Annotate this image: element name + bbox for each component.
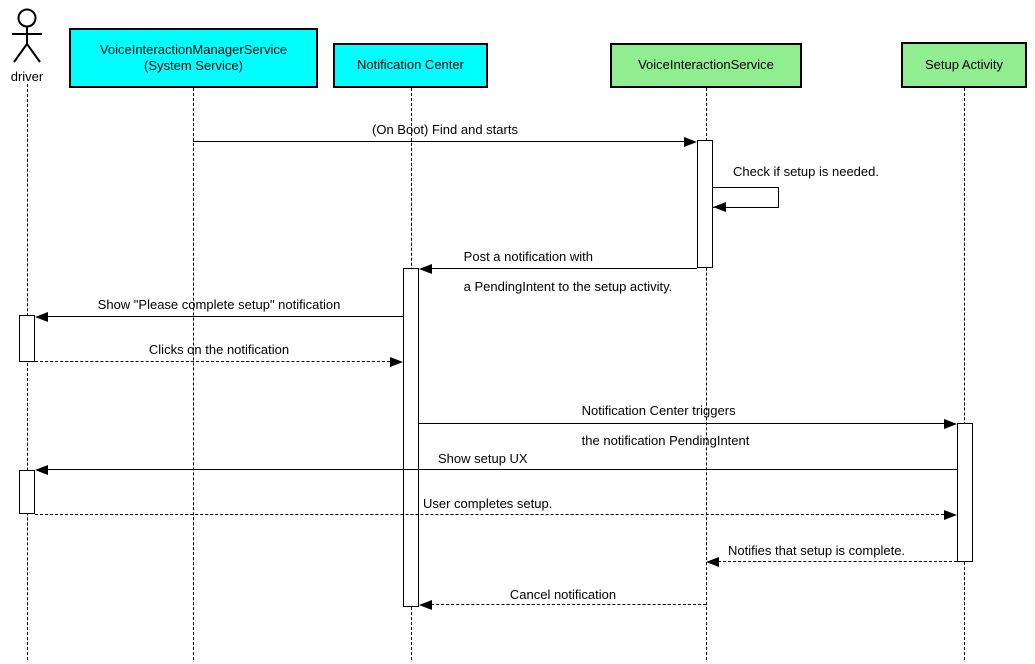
message-cancel-notification-line: [431, 604, 706, 605]
message-click-notification-label: Clicks on the notification: [148, 342, 290, 357]
message-show-setup-ux-arrowhead: [35, 465, 48, 475]
message-post-notification-label: Post a notification with a PendingIntent…: [463, 249, 673, 294]
activation-voice-interaction-service: [697, 140, 713, 268]
message-notify-complete-arrowhead: [706, 557, 719, 567]
message-trigger-pendingintent-line: [419, 423, 944, 424]
message-notify-complete-line: [718, 561, 957, 562]
message-trigger-pendingintent-label: Notification Center triggers the notific…: [581, 403, 750, 448]
activation-notification-center: [403, 268, 419, 607]
message-user-completes-arrowhead: [944, 510, 957, 520]
message-show-notification-label: Show "Please complete setup" notificatio…: [97, 297, 341, 312]
message-check-setup-arrowhead: [713, 202, 726, 212]
message-trigger-pendingintent-arrowhead: [944, 419, 957, 429]
participant-vims: VoiceInteractionManagerService (System S…: [69, 28, 318, 88]
message-user-completes-line: [35, 514, 944, 515]
message-click-notification-arrowhead: [390, 357, 403, 367]
message-notify-complete-label: Notifies that setup is complete.: [728, 543, 906, 558]
message-check-setup-loop: [713, 187, 779, 208]
lifeline-driver: [27, 84, 28, 660]
message-show-notification-line: [46, 316, 403, 317]
participant-notification-center-label: Notification Center: [357, 57, 464, 73]
participant-driver: driver: [0, 8, 54, 84]
participant-setup-activity: Setup Activity: [901, 42, 1027, 88]
message-show-setup-ux-line: [46, 469, 957, 470]
message-show-notification-arrowhead: [35, 312, 48, 322]
participant-driver-label: driver: [10, 69, 44, 84]
message-check-setup-label: Check if setup is needed.: [733, 164, 879, 179]
lifeline-voice-interaction-service: [706, 88, 707, 660]
message-cancel-notification-label: Cancel notification: [509, 587, 617, 602]
message-on-boot-line: [193, 141, 685, 142]
message-show-setup-ux-label: Show setup UX: [438, 451, 528, 466]
participant-setup-activity-label: Setup Activity: [924, 56, 1004, 72]
message-on-boot-arrowhead: [684, 137, 697, 147]
message-post-notification-arrowhead: [419, 264, 432, 274]
lifeline-setup-activity: [964, 88, 965, 660]
participant-voice-interaction-service: VoiceInteractionService: [610, 43, 802, 88]
actor-stick-figure-icon: [12, 8, 42, 63]
message-cancel-notification-arrowhead: [419, 600, 432, 610]
message-user-completes-label: User completes setup.: [423, 496, 553, 511]
lifeline-vims: [193, 88, 194, 660]
message-post-notification-line: [430, 268, 697, 269]
participant-vims-label: VoiceInteractionManagerService (System S…: [99, 41, 288, 73]
participant-notification-center: Notification Center: [333, 43, 488, 88]
participant-voice-interaction-service-label: VoiceInteractionService: [638, 57, 774, 73]
message-on-boot-label: (On Boot) Find and starts: [372, 122, 518, 137]
activation-driver-1: [19, 315, 35, 362]
activation-driver-2: [19, 470, 35, 514]
message-click-notification-line: [35, 361, 390, 362]
activation-setup-activity: [957, 423, 973, 562]
